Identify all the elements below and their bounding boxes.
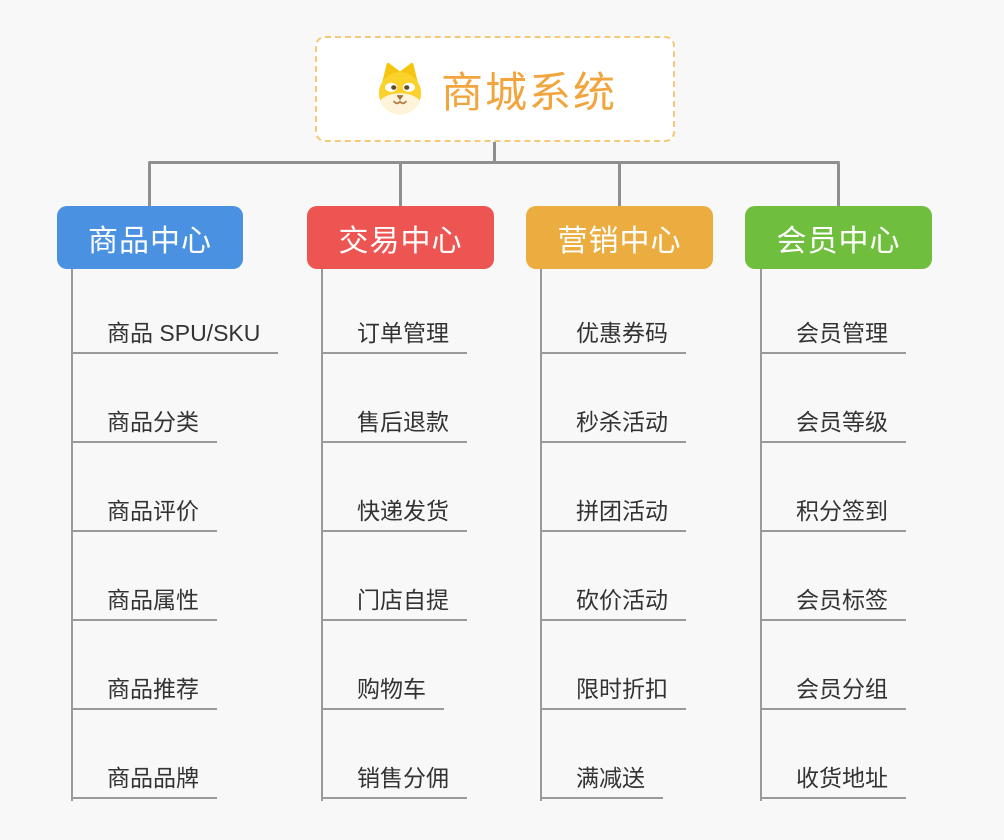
leaf-topic[interactable]: 会员等级 xyxy=(760,407,906,443)
connector-trunk-marketing xyxy=(540,269,542,801)
leaf-topic[interactable]: 订单管理 xyxy=(321,318,467,354)
leaf-topic[interactable]: 满减送 xyxy=(540,763,663,799)
leaf-topic[interactable]: 积分签到 xyxy=(760,496,906,532)
leaf-topic[interactable]: 会员管理 xyxy=(760,318,906,354)
leaf-topic[interactable]: 商品分类 xyxy=(71,407,217,443)
branch-label: 交易中心 xyxy=(338,224,463,258)
branch-label: 会员中心 xyxy=(776,224,901,258)
shiba-dog-icon xyxy=(378,62,422,115)
leaf-topic[interactable]: 优惠券码 xyxy=(540,318,686,354)
root-topic-title: 商城系统 xyxy=(440,68,617,116)
leaf-topic[interactable]: 砍价活动 xyxy=(540,585,686,621)
leaf-topic[interactable]: 商品 SPU/SKU xyxy=(71,318,279,354)
leaf-topic[interactable]: 会员分组 xyxy=(760,674,906,710)
connector-trunk-product xyxy=(71,269,73,801)
connector-trunk-member xyxy=(760,269,762,801)
connector-trunk-trade xyxy=(321,269,323,801)
connector-drop-marketing xyxy=(618,163,621,207)
leaf-topic[interactable]: 销售分佣 xyxy=(321,763,467,799)
leaf-topic[interactable]: 限时折扣 xyxy=(540,674,686,710)
branch-header-member-center[interactable]: 会员中心 xyxy=(745,206,932,269)
branch-label: 营销中心 xyxy=(557,224,682,258)
leaf-topic[interactable]: 秒杀活动 xyxy=(540,407,686,443)
branch-label: 商品中心 xyxy=(88,224,212,258)
connector-horizontal-bar xyxy=(148,161,840,164)
leaf-topic[interactable]: 收货地址 xyxy=(760,763,906,799)
leaf-topic[interactable]: 会员标签 xyxy=(760,585,906,621)
connector-drop-trade xyxy=(399,163,402,207)
leaf-topic[interactable]: 拼团活动 xyxy=(540,496,686,532)
connector-root-stem xyxy=(493,142,496,163)
branch-header-product-center[interactable]: 商品中心 xyxy=(57,206,243,269)
branch-header-marketing-center[interactable]: 营销中心 xyxy=(526,206,713,269)
leaf-topic[interactable]: 商品属性 xyxy=(71,585,217,621)
connector-drop-member xyxy=(837,163,840,207)
leaf-topic[interactable]: 商品推荐 xyxy=(71,674,217,710)
leaf-topic[interactable]: 门店自提 xyxy=(321,585,467,621)
leaf-topic[interactable]: 购物车 xyxy=(321,674,444,710)
branch-header-trade-center[interactable]: 交易中心 xyxy=(307,206,494,269)
leaf-topic[interactable]: 商品品牌 xyxy=(71,763,217,799)
root-topic[interactable]: 商城系统 xyxy=(315,36,675,142)
leaf-topic[interactable]: 售后退款 xyxy=(321,407,467,443)
leaf-topic[interactable]: 商品评价 xyxy=(71,496,217,532)
leaf-topic[interactable]: 快递发货 xyxy=(321,496,467,532)
connector-drop-product xyxy=(148,163,151,207)
